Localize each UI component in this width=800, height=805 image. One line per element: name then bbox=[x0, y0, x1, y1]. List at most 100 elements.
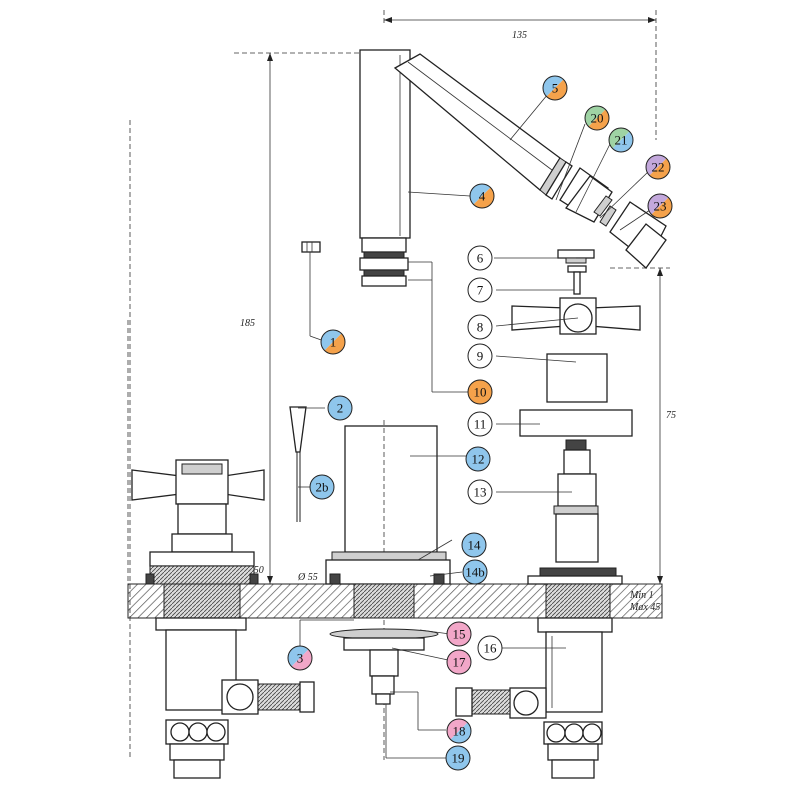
spout-assembly bbox=[359, 49, 667, 287]
callout-half-bottom bbox=[324, 333, 345, 354]
callout-14b: 14b bbox=[462, 559, 488, 585]
callout-circle bbox=[477, 635, 503, 661]
callout-circle bbox=[467, 411, 493, 437]
callout-ring bbox=[584, 105, 610, 131]
diameter-center-label: Ø 55 bbox=[297, 572, 318, 583]
callout-label: 1 bbox=[330, 335, 337, 350]
callout-17: 17 bbox=[446, 649, 472, 675]
callout-label: 8 bbox=[477, 320, 484, 335]
callout-half-bottom bbox=[291, 649, 312, 670]
callout-15: 15 bbox=[446, 621, 472, 647]
callout-half-top bbox=[646, 155, 667, 176]
left-valve-assembly bbox=[131, 459, 315, 779]
callout-label: 3 bbox=[297, 651, 304, 666]
callout-half-top bbox=[447, 719, 468, 740]
leader-lines bbox=[298, 93, 651, 759]
callout-6: 6 bbox=[467, 245, 493, 271]
height-dimension-label: 185 bbox=[240, 318, 255, 329]
callout-12: 12 bbox=[465, 446, 491, 472]
callout-half-bottom bbox=[649, 158, 670, 179]
callout-label: 9 bbox=[477, 349, 484, 364]
callout-label: 22 bbox=[652, 160, 665, 175]
callout-half-top bbox=[585, 106, 606, 127]
callout-19: 19 bbox=[445, 745, 471, 771]
callout-circle bbox=[462, 559, 488, 585]
callout-ring bbox=[645, 154, 671, 180]
callout-label: 4 bbox=[479, 189, 486, 204]
callout-label: 14 bbox=[468, 538, 482, 553]
right-valve-assembly bbox=[455, 249, 641, 779]
callout-2: 2 bbox=[327, 395, 353, 421]
callout-2b: 2b bbox=[309, 474, 335, 500]
callout-label: 10 bbox=[474, 385, 487, 400]
callout-label: 11 bbox=[474, 417, 487, 432]
callout-half-bottom bbox=[473, 187, 494, 208]
callout-ring bbox=[469, 183, 495, 209]
callout-18: 18 bbox=[446, 718, 472, 744]
callout-label: 5 bbox=[552, 81, 559, 96]
callout-14: 14 bbox=[461, 532, 487, 558]
callout-half-bottom bbox=[450, 722, 471, 743]
callout-ring bbox=[446, 718, 472, 744]
spout-dimension-label: 75 bbox=[666, 410, 676, 421]
callout-circle bbox=[327, 395, 353, 421]
callout-label: 12 bbox=[472, 452, 485, 467]
callout-circle bbox=[467, 479, 493, 505]
callout-4: 4 bbox=[469, 183, 495, 209]
callout-circle bbox=[467, 277, 493, 303]
callout-half-top bbox=[609, 128, 630, 149]
dimension-lines bbox=[127, 10, 670, 760]
callout-half-top bbox=[321, 330, 342, 351]
callout-half-bottom bbox=[651, 197, 672, 218]
callout-half-bottom bbox=[612, 131, 633, 152]
callout-circle bbox=[467, 343, 493, 369]
callout-half-top bbox=[648, 194, 669, 215]
callout-circle bbox=[446, 649, 472, 675]
callout-label: 15 bbox=[453, 627, 466, 642]
callout-circle bbox=[465, 446, 491, 472]
width-dimension-label: 135 bbox=[512, 30, 527, 41]
callout-half-top bbox=[288, 646, 309, 667]
callout-circle bbox=[467, 379, 493, 405]
hex-key-part bbox=[289, 406, 307, 522]
callout-circle bbox=[467, 314, 493, 340]
callout-16: 16 bbox=[477, 635, 503, 661]
callout-circle bbox=[461, 532, 487, 558]
callout-half-bottom bbox=[588, 109, 609, 130]
callout-13: 13 bbox=[467, 479, 493, 505]
deck-max-label: Max 45 bbox=[629, 602, 660, 613]
callout-half-bottom bbox=[546, 79, 567, 100]
callout-8: 8 bbox=[467, 314, 493, 340]
callout-23: 23 bbox=[647, 193, 673, 219]
callout-half-top bbox=[470, 184, 491, 205]
callout-circle bbox=[446, 621, 472, 647]
callout-5: 5 bbox=[542, 75, 568, 101]
callout-bubbles: 122b3456789101112131414b1516171819202122… bbox=[287, 75, 673, 771]
callout-ring bbox=[287, 645, 313, 671]
callout-ring bbox=[647, 193, 673, 219]
callout-21: 21 bbox=[608, 127, 634, 153]
callout-22: 22 bbox=[645, 154, 671, 180]
callout-label: 23 bbox=[654, 199, 667, 214]
callout-circle bbox=[467, 245, 493, 271]
callout-label: 7 bbox=[477, 283, 484, 298]
callout-label: 2b bbox=[316, 480, 329, 495]
callout-label: 17 bbox=[453, 655, 467, 670]
callout-label: 13 bbox=[474, 485, 487, 500]
callout-half-top bbox=[543, 76, 564, 97]
callout-ring bbox=[542, 75, 568, 101]
callout-circle bbox=[445, 745, 471, 771]
callout-ring bbox=[320, 329, 346, 355]
callout-7: 7 bbox=[467, 277, 493, 303]
callout-11: 11 bbox=[467, 411, 493, 437]
callout-10: 10 bbox=[467, 379, 493, 405]
callout-label: 6 bbox=[477, 251, 484, 266]
callout-ring bbox=[608, 127, 634, 153]
callout-label: 19 bbox=[452, 751, 465, 766]
set-screw-part bbox=[301, 241, 321, 253]
callout-9: 9 bbox=[467, 343, 493, 369]
deck-min-label: Min 1 bbox=[629, 590, 654, 601]
callout-circle bbox=[309, 474, 335, 500]
